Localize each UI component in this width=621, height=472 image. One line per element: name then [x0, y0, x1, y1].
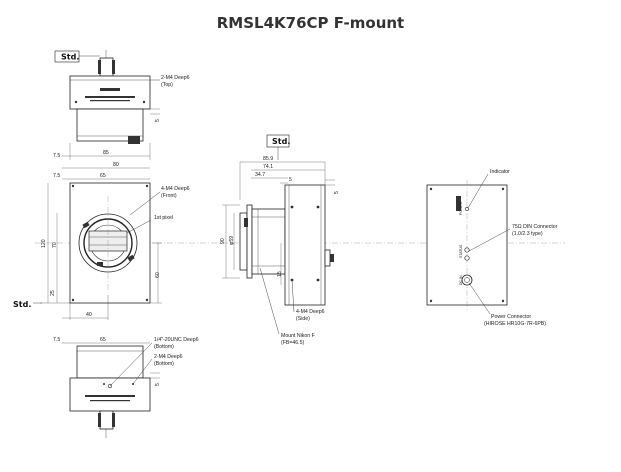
dim-front-120: 120: [41, 239, 47, 248]
note-bottom-m4-loc: (Bottom): [154, 361, 174, 367]
front-view: 80 7.5 65 4-M4 Deep6 (Front) 1st pixel 1…: [11, 162, 190, 320]
side-view: Std. 85.9 74.1 34.7 5 90: [220, 134, 340, 346]
side-connector: [324, 249, 331, 267]
dim-side-90: 90: [220, 238, 226, 244]
note-bottom-unc: 1/4"-20UNC Deep6: [154, 337, 199, 343]
note-mount-fb: (FB=46.5): [281, 340, 304, 346]
dim-side-phi59: φ59: [229, 236, 235, 245]
dim-top-85: 85: [103, 150, 109, 156]
side-mount-body: [251, 208, 286, 275]
dim-side-34-7: 34.7: [255, 172, 265, 178]
note-top-m4: 2-M4 Deep6: [161, 75, 190, 81]
dim-bottom-65: 65: [100, 337, 106, 343]
drawing-title: RMSL4K76CP F-mount: [216, 14, 405, 32]
dim-top-5: 5: [155, 119, 161, 122]
back-label-status: STATUS: [459, 244, 463, 258]
bottom-connector: [99, 410, 114, 430]
top-body: [69, 75, 151, 110]
note-first-pixel: 1st pixel: [154, 215, 173, 221]
note-top-m4-loc: (Top): [161, 82, 173, 88]
dim-front-40: 40: [86, 312, 92, 318]
note-bottom-unc-loc: (Bottom): [154, 344, 174, 350]
note-front-m4: 4-M4 Deep6: [161, 186, 190, 192]
note-bottom-m4: 2-M4 Deep6: [154, 354, 183, 360]
dim-side-5-right: 5: [334, 191, 340, 194]
note-side-m4-loc: (Side): [296, 316, 310, 322]
dim-front-60: 60: [155, 272, 161, 278]
note-power-type: (HIROSE HR10G-7R-6PB): [484, 321, 546, 327]
note-din-type: (1.0/2.3 type): [512, 231, 543, 237]
top-connector: [99, 57, 114, 77]
std-label-front: Std.: [13, 300, 31, 309]
std-box-top: [54, 50, 80, 63]
back-label-dcin: DC IN: [459, 275, 463, 285]
std-label-top: Std.: [61, 53, 79, 62]
dim-top-7-5: 7.5: [53, 153, 60, 159]
bottom-mount: [76, 345, 144, 379]
dim-front-65: 65: [100, 173, 106, 179]
top-view: Std. 2-M4 Deep6 (Top) 5 7.5 85: [53, 50, 190, 160]
note-front-m4-loc: (Front): [161, 193, 177, 199]
side-body: [284, 184, 326, 306]
note-power: Power Connector: [491, 314, 531, 320]
bottom-body: [69, 377, 151, 412]
note-mount: Mount Nikon F: [281, 333, 315, 339]
bottom-view: 7.5 65 1/4"-20UNC Deep6 (Bottom) 2-M4 De…: [53, 337, 199, 438]
std-box-front: [11, 297, 34, 310]
dim-front-80: 80: [113, 162, 119, 168]
din-connector-1: [464, 247, 470, 253]
dim-side-5-top: 5: [289, 177, 292, 183]
power-connector: [461, 274, 473, 286]
dim-front-70: 70: [52, 242, 58, 248]
dim-front-7-5: 7.5: [53, 173, 60, 179]
note-din: 75Ω DIN Connector: [512, 224, 558, 230]
dim-bottom-5: 5: [155, 383, 161, 386]
dim-front-25: 25: [50, 290, 56, 296]
note-indicator: Indicator: [490, 169, 510, 175]
dim-side-74-1: 74.1: [263, 164, 273, 170]
std-label-side: Std.: [272, 137, 290, 146]
din-connector-2: [464, 255, 470, 261]
dim-bottom-7-5: 7.5: [53, 337, 60, 343]
note-side-m4: 4-M4 Deep6: [296, 309, 325, 315]
dim-side-15: 15: [277, 271, 283, 277]
back-label-power: POWER: [459, 201, 463, 215]
indicator-led: [465, 207, 469, 211]
top-mount: [76, 108, 144, 142]
back-view: POWER STATUS DC IN Indicator 75Ω DIN Con…: [426, 169, 558, 327]
dim-side-85-9: 85.9: [263, 156, 273, 162]
